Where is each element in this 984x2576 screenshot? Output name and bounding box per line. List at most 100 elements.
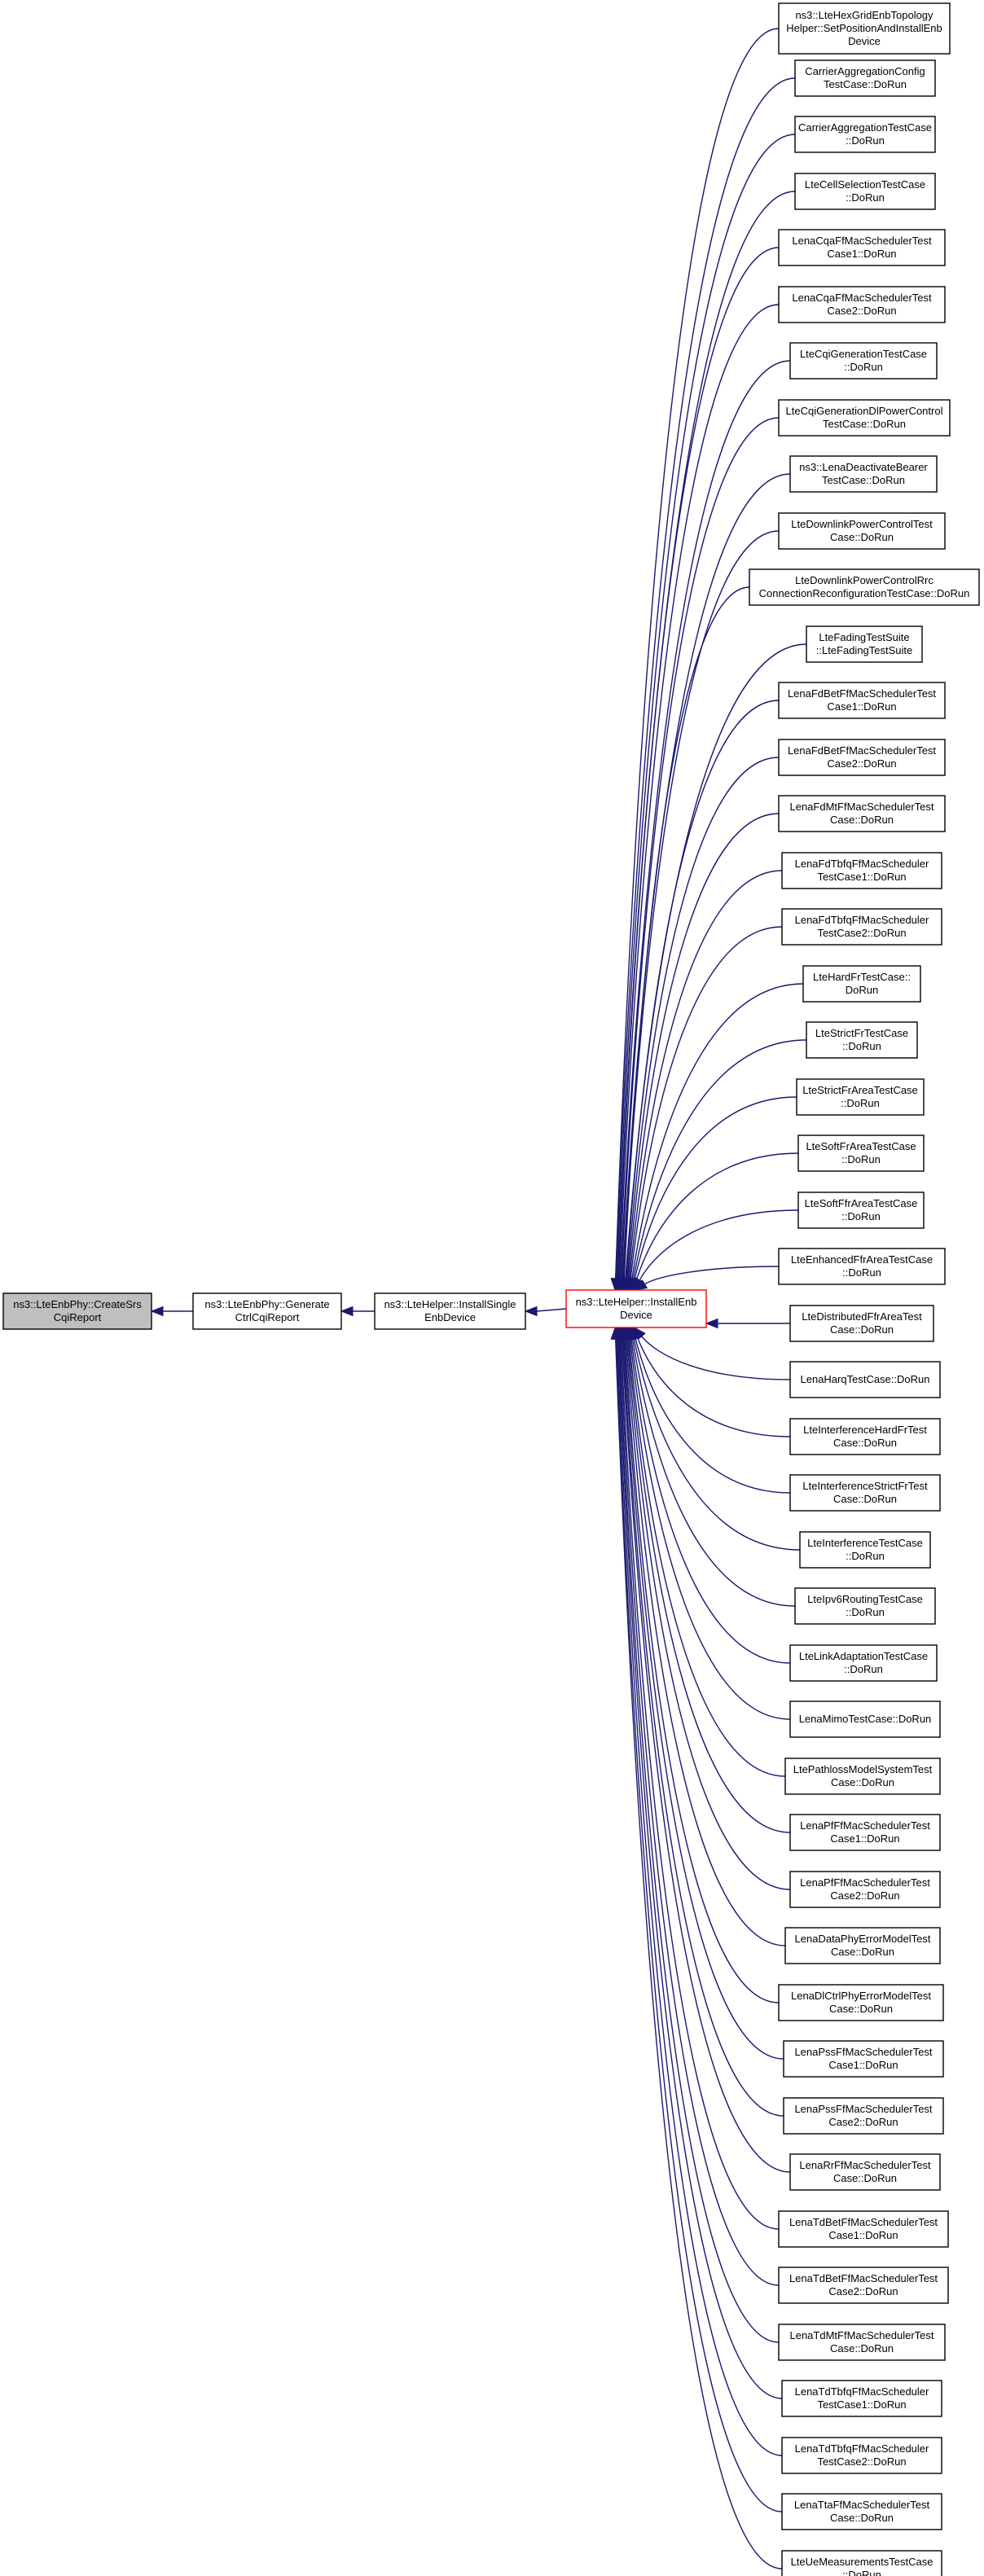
caller-node[interactable]: LteFadingTestSuite::LteFadingTestSuite bbox=[806, 625, 923, 663]
node-box bbox=[789, 1701, 941, 1738]
node-box bbox=[781, 2437, 942, 2474]
caller-edge bbox=[626, 757, 780, 1279]
caller-node[interactable]: LteSoftFrAreaTestCase::DoRun bbox=[797, 1134, 925, 1172]
node-box bbox=[789, 455, 938, 493]
node-box bbox=[778, 399, 951, 437]
node-label: TestCase::DoRun bbox=[824, 78, 907, 90]
node-box bbox=[802, 965, 921, 1003]
node-box bbox=[778, 739, 946, 776]
node-label: LenaFdTbfqFfMacScheduler bbox=[795, 914, 929, 926]
node-label: ns3::LteHelper::InstallEnb bbox=[576, 1296, 697, 1308]
caller-edge bbox=[631, 1338, 796, 1607]
node-label: ::DoRun bbox=[846, 1606, 885, 1618]
node-box bbox=[778, 286, 946, 323]
node-label: ::DoRun bbox=[846, 191, 885, 204]
caller-node[interactable]: LenaMimoTestCase::DoRun bbox=[789, 1701, 941, 1738]
caller-node[interactable]: LteStrictFrTestCase::DoRun bbox=[806, 1021, 918, 1059]
caller-node[interactable]: LteLinkAdaptationTestCase::DoRun bbox=[789, 1644, 938, 1682]
caller-edge bbox=[615, 1338, 783, 2569]
node-label: LenaTdTbfqFfMacScheduler bbox=[795, 2442, 929, 2455]
caller-node[interactable]: ns3::LteHexGridEnbTopologyHelper::SetPos… bbox=[778, 2, 951, 55]
caller-node[interactable]: LteSoftFfrAreaTestCase::DoRun bbox=[797, 1191, 925, 1229]
node-label: ::DoRun bbox=[846, 134, 885, 147]
caller-node[interactable]: LteDownlinkPowerControlRrcConnectionReco… bbox=[749, 568, 980, 606]
caller-node[interactable]: LteUeMeasurementsTestCase::DoRun bbox=[781, 2550, 942, 2576]
caller-edge bbox=[615, 77, 796, 1279]
caller-node[interactable]: CarrierAggregationTestCase::DoRun bbox=[794, 116, 936, 153]
caller-edge bbox=[626, 1338, 791, 1890]
caller-edge bbox=[617, 1338, 783, 2399]
caller-arrowhead bbox=[705, 1318, 718, 1329]
caller-edge bbox=[627, 1338, 791, 1833]
caller-edge bbox=[628, 1338, 786, 1777]
caller-node[interactable]: LteCqiGenerationDlPowerControlTestCase::… bbox=[778, 399, 951, 437]
node-label: ::DoRun bbox=[841, 1097, 880, 1109]
node-label: Case::DoRun bbox=[830, 1323, 894, 1336]
caller-edge bbox=[622, 1338, 784, 2117]
node-label: LteInterferenceStrictFrTest bbox=[802, 1480, 928, 1492]
caller-node[interactable]: LteHardFrTestCase::DoRun bbox=[802, 965, 921, 1003]
node-label: LenaTdBetFfMacSchedulerTest bbox=[789, 2272, 938, 2284]
caller-node[interactable]: LteCellSelectionTestCase::DoRun bbox=[794, 173, 936, 210]
node-label: LenaTtaFfMacSchedulerTest bbox=[794, 2499, 930, 2511]
caller-node[interactable]: LteEnhancedFfrAreaTestCase::DoRun bbox=[778, 1248, 946, 1285]
node-box bbox=[794, 173, 936, 210]
caller-edge bbox=[621, 417, 780, 1279]
node-label: LteDownlinkPowerControlTest bbox=[791, 518, 933, 530]
node-box bbox=[789, 1814, 941, 1851]
node-label: Device bbox=[620, 1309, 652, 1321]
caller-node[interactable]: LteIpv6RoutingTestCase::DoRun bbox=[794, 1587, 936, 1625]
chain-arrowhead bbox=[524, 1306, 538, 1317]
node-label: LenaCqaFfMacSchedulerTest bbox=[792, 235, 932, 247]
node-label: ::DoRun bbox=[842, 1266, 881, 1279]
node-label: ns3::LteHexGridEnbTopology bbox=[795, 9, 933, 21]
caller-edge bbox=[630, 926, 783, 1279]
caller-edge bbox=[623, 1338, 784, 2060]
node-box bbox=[789, 1871, 941, 1908]
caller-node[interactable]: LteCqiGenerationTestCase::DoRun bbox=[789, 342, 938, 380]
node-box bbox=[778, 2324, 946, 2361]
node-label: ::DoRun bbox=[844, 1663, 883, 1675]
node-label: CtrlCqiReport bbox=[235, 1311, 300, 1323]
caller-node[interactable]: LteStrictFrAreaTestCase::DoRun bbox=[796, 1078, 925, 1116]
caller-edge bbox=[634, 1096, 797, 1279]
node-label: TestCase2::DoRun bbox=[817, 2455, 906, 2468]
node-label: Helper::SetPositionAndInstallEnb bbox=[786, 22, 942, 34]
node-label: TestCase1::DoRun bbox=[817, 2398, 906, 2411]
caller-node[interactable]: LteInterferenceTestCase::DoRun bbox=[799, 1531, 931, 1569]
node-box bbox=[789, 1305, 934, 1342]
caller-node[interactable]: LenaHarqTestCase::DoRun bbox=[789, 1361, 941, 1398]
